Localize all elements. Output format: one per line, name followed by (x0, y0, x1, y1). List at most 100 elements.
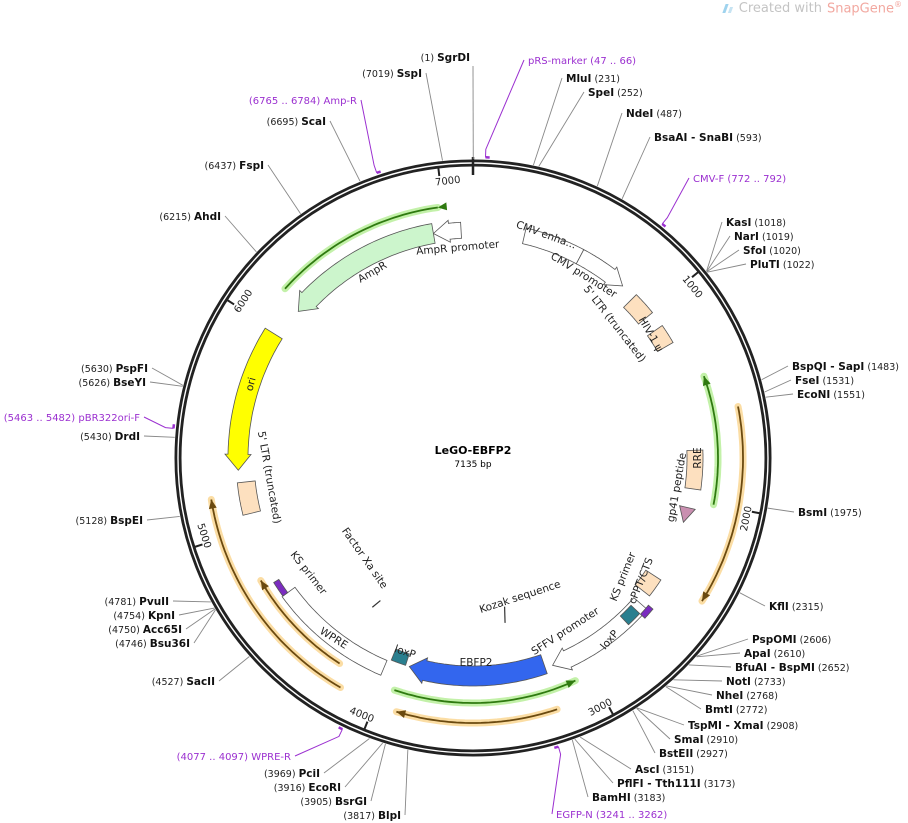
site-label[interactable]: (5128) BspEI (76, 515, 143, 527)
restriction-site-fsei[interactable]: FseI (1531) (795, 375, 854, 387)
site-label[interactable]: KasI (1018) (726, 217, 786, 229)
site-label[interactable]: SpeI (252) (588, 87, 643, 99)
site-label[interactable]: (6215) AhdI (159, 211, 221, 223)
site-label[interactable]: (4746) Bsu36I (115, 638, 190, 650)
restriction-site-bsmi[interactable]: BsmI (1975) (798, 507, 862, 519)
site-label[interactable]: (3817) BlpI (343, 810, 401, 822)
site-label[interactable]: EcoNI (1551) (797, 389, 865, 401)
site-label[interactable]: KflI (2315) (769, 601, 823, 613)
site-label[interactable]: BfuAI - BspMI (2652) (735, 662, 849, 674)
feature-label-kozak[interactable]: Kozak sequence (478, 578, 562, 616)
feature-cppt-cts[interactable] (634, 569, 662, 597)
restriction-site-smai[interactable]: SmaI (2910) (674, 734, 738, 746)
feature-label-ori[interactable]: ori (244, 376, 259, 392)
feature-rre[interactable] (684, 449, 704, 491)
feature-ks-primer-right[interactable] (639, 604, 654, 619)
feature-loxp-right[interactable] (619, 604, 641, 626)
primer-label[interactable]: (4077 .. 4097) WPRE-R (177, 752, 291, 763)
feature-orf-right-green[interactable] (703, 375, 719, 505)
primer-label[interactable]: EGFP-N (3241 .. 3262) (556, 810, 667, 821)
restriction-site-pflfi-tth111i[interactable]: PflFI - Tth111I (3173) (617, 778, 735, 790)
feature-wpre[interactable] (281, 586, 388, 676)
site-label[interactable]: (7019) SspI (362, 68, 422, 80)
restriction-site-ahdi[interactable]: (6215) AhdI (159, 211, 221, 223)
restriction-site-bfuai-bspmi[interactable]: BfuAI - BspMI (2652) (735, 662, 849, 674)
site-label[interactable]: (6695) ScaI (267, 116, 326, 128)
restriction-site-asci[interactable]: AscI (3151) (635, 764, 694, 776)
site-label[interactable]: (4750) Acc65I (108, 624, 182, 636)
restriction-site-pspomi[interactable]: PspOMI (2606) (752, 634, 831, 646)
site-label[interactable]: (4754) KpnI (113, 610, 175, 622)
restriction-site-sfoi[interactable]: SfoI (1020) (743, 245, 801, 257)
site-label[interactable]: ApaI (2610) (744, 648, 805, 660)
feature-orf-bottom-green[interactable] (394, 679, 576, 704)
feature-orf-bottom[interactable] (396, 708, 558, 724)
site-label[interactable]: TspMI - XmaI (2908) (688, 720, 798, 732)
site-label[interactable]: BmtI (2772) (705, 704, 767, 716)
restriction-site-noti[interactable]: NotI (2733) (726, 676, 786, 688)
restriction-site-acc65i[interactable]: (4750) Acc65I (108, 624, 182, 636)
feature-factor-xa-site[interactable] (371, 600, 381, 608)
restriction-site-bmti[interactable]: BmtI (2772) (705, 704, 767, 716)
restriction-site-bsu36i[interactable]: (4746) Bsu36I (115, 638, 190, 650)
restriction-site-mlui[interactable]: MluI (231) (566, 73, 620, 85)
site-label[interactable]: (3969) PciI (264, 768, 320, 780)
site-label[interactable]: (3905) BsrGI (300, 796, 367, 808)
site-label[interactable]: BspQI - SapI (1483) (792, 361, 899, 373)
restriction-site-ndei[interactable]: NdeI (487) (626, 108, 682, 120)
site-label[interactable]: AscI (3151) (635, 764, 694, 776)
restriction-site-nari[interactable]: NarI (1019) (734, 231, 794, 243)
primer-cmv-f[interactable]: CMV-F (772 .. 792) (693, 174, 786, 185)
restriction-site-bspqi-sapi[interactable]: BspQI - SapI (1483) (792, 361, 899, 373)
site-label[interactable]: BstEII (2927) (659, 748, 728, 760)
restriction-site-ecori[interactable]: (3916) EcoRI (274, 782, 341, 794)
site-label[interactable]: (5430) DrdI (80, 431, 140, 443)
site-label[interactable]: MluI (231) (566, 73, 620, 85)
primer-label[interactable]: (5463 .. 5482) pBR322ori-F (4, 413, 140, 424)
site-label[interactable]: (6437) FspI (205, 160, 264, 172)
restriction-site-bsteii[interactable]: BstEII (2927) (659, 748, 728, 760)
restriction-site-pspfi[interactable]: (5630) PspFI (81, 363, 148, 375)
site-label[interactable]: (4781) PvuII (105, 596, 169, 608)
restriction-site-nhei[interactable]: NheI (2768) (716, 690, 778, 702)
restriction-site-blpi[interactable]: (3817) BlpI (343, 810, 401, 822)
feature-loxp-left[interactable] (390, 648, 410, 666)
site-label[interactable]: BamHI (3183) (592, 792, 665, 804)
restriction-site-pluti[interactable]: PluTI (1022) (750, 259, 814, 271)
feature-label-rre[interactable]: RRE (692, 447, 704, 468)
restriction-site-spei[interactable]: SpeI (252) (588, 87, 643, 99)
site-label[interactable]: PflFI - Tth111I (3173) (617, 778, 735, 790)
feature-label-ebfp2[interactable]: EBFP2 (460, 657, 493, 669)
site-label[interactable]: (4527) SacII (152, 676, 215, 688)
feature-ebfp2[interactable] (408, 654, 548, 687)
feature-5-ltr-right[interactable] (623, 294, 654, 325)
site-label[interactable]: BsmI (1975) (798, 507, 862, 519)
site-label[interactable]: PspOMI (2606) (752, 634, 831, 646)
site-label[interactable]: FseI (1531) (795, 375, 854, 387)
site-label[interactable]: PluTI (1022) (750, 259, 814, 271)
site-label[interactable]: NarI (1019) (734, 231, 794, 243)
restriction-site-fspi[interactable]: (6437) FspI (205, 160, 264, 172)
restriction-site-apai[interactable]: ApaI (2610) (744, 648, 805, 660)
restriction-site-bamhi[interactable]: BamHI (3183) (592, 792, 665, 804)
site-label[interactable]: (5626) BseYI (79, 377, 147, 389)
feature-orf-left-outer[interactable] (210, 499, 341, 689)
restriction-site-econi[interactable]: EcoNI (1551) (797, 389, 865, 401)
primer-egfp-n[interactable]: EGFP-N (3241 .. 3262) (556, 810, 667, 821)
site-label[interactable]: SfoI (1020) (743, 245, 801, 257)
feature-orf-right[interactable] (701, 406, 744, 602)
restriction-site-pcii[interactable]: (3969) PciI (264, 768, 320, 780)
primer-label[interactable]: (6765 .. 6784) Amp-R (249, 96, 357, 107)
site-label[interactable]: NdeI (487) (626, 108, 682, 120)
feature-orf-left-inner[interactable] (260, 580, 341, 665)
site-label[interactable]: (3916) EcoRI (274, 782, 341, 794)
feature-5-ltr-left[interactable] (236, 480, 261, 516)
site-label[interactable]: BsaAI - SnaBI (593) (654, 132, 762, 144)
feature-ampr-orf[interactable] (284, 206, 438, 290)
site-label[interactable]: NheI (2768) (716, 690, 778, 702)
restriction-site-kfli[interactable]: KflI (2315) (769, 601, 823, 613)
feature-ks-primer-left[interactable] (273, 578, 289, 597)
restriction-site-bspei[interactable]: (5128) BspEI (76, 515, 143, 527)
primer-amp-r[interactable]: (6765 .. 6784) Amp-R (249, 96, 357, 107)
restriction-site-sspi[interactable]: (7019) SspI (362, 68, 422, 80)
